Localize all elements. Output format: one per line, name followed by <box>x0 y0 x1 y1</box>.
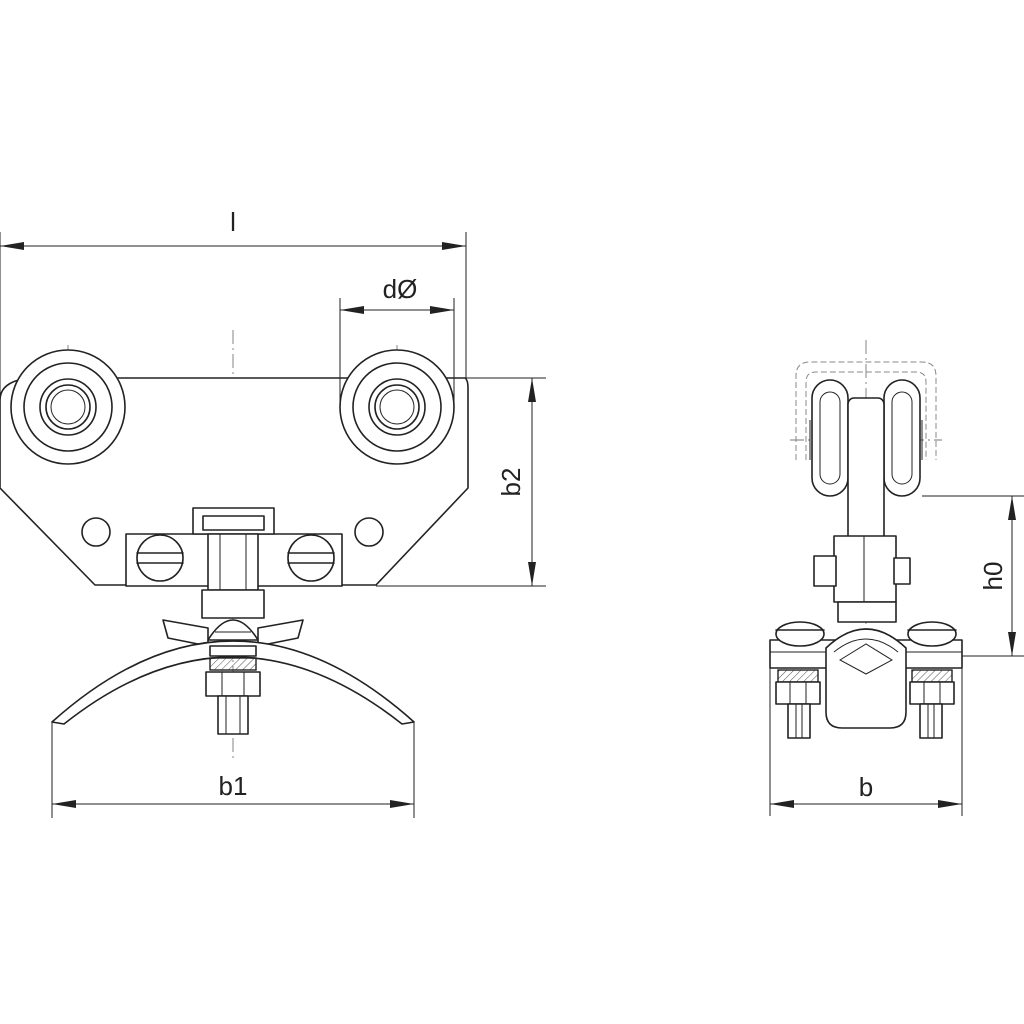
center-bolt <box>205 645 261 735</box>
right-mounting-hole <box>354 517 384 547</box>
dimension-label-h0: h0 <box>978 562 1008 591</box>
dimension-label-b2: b2 <box>496 468 526 497</box>
dimension-b1: b1 <box>51 722 415 818</box>
left-mounting-hole <box>81 517 111 547</box>
dimension-label-b1: b1 <box>219 771 248 801</box>
dimension-label-diameter: dØ <box>383 274 418 304</box>
dimension-l: l <box>0 207 467 395</box>
side-left-bolt <box>775 669 821 739</box>
dimension-diameter: dØ <box>339 274 455 405</box>
side-left-wheel <box>809 379 849 497</box>
left-wheel <box>10 349 126 465</box>
right-wheel <box>339 349 455 465</box>
left-slotted-screw <box>136 534 184 582</box>
dimension-label-l: l <box>230 207 236 237</box>
track-profile <box>795 361 937 460</box>
dimension-h0: h0 <box>922 495 1024 657</box>
front-view: l dØ b2 b1 <box>0 207 546 818</box>
swivel-nut <box>201 589 265 619</box>
dimension-b: b <box>769 668 963 816</box>
dimension-label-b: b <box>859 772 873 802</box>
wing-nut <box>162 619 304 647</box>
side-view: h0 b <box>769 340 1024 816</box>
side-saddle <box>769 621 963 729</box>
side-clamp-body <box>813 535 911 623</box>
right-slotted-screw <box>287 534 335 582</box>
cable-saddle <box>51 640 415 725</box>
side-right-wheel <box>883 379 923 497</box>
dimension-b2: b2 <box>376 377 546 587</box>
side-right-bolt <box>909 669 955 739</box>
